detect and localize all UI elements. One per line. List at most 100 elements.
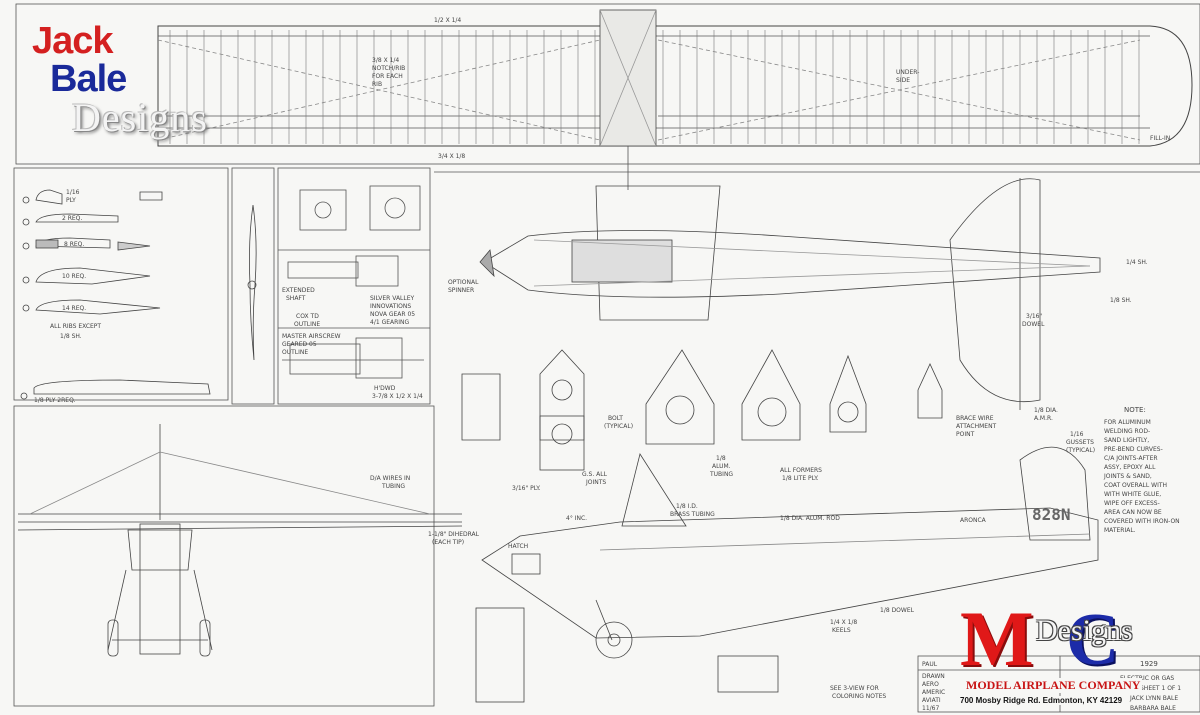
label-all-ribs-2: 1/8 SH. <box>60 333 82 340</box>
label-gussets-3: (TYPICAL) <box>1066 447 1095 454</box>
wing-plan <box>157 9 1193 190</box>
label-brace-3: POINT <box>956 431 975 438</box>
label-spinner-2: SPINNER <box>448 287 474 294</box>
tb-line: ELECTRIC OR GAS <box>1120 675 1174 682</box>
label-cox: COX TD <box>296 313 319 320</box>
label-dia-amr-2: A.M.R. <box>1034 415 1053 422</box>
rib-profiles <box>20 189 211 400</box>
label-brass-1: 1/8 I.D. <box>676 503 698 510</box>
tb-line: 11/67 <box>922 705 939 712</box>
note-block: NOTE: FOR ALUMINUM WELDING ROD- SAND LIG… <box>1103 406 1180 534</box>
label-gussets-2: GUSSETS <box>1066 439 1094 446</box>
label-hatch: HATCH <box>508 543 528 550</box>
label-rib-4: 10 REQ. <box>62 273 86 280</box>
note-line: COVERED WITH IRON-ON <box>1104 518 1180 525</box>
note-line: C/A JOINTS-AFTER <box>1104 455 1158 462</box>
title-block <box>917 655 1200 713</box>
label-alum-1: 1/8 <box>716 455 726 462</box>
label-alum-3: TUBING <box>709 471 733 478</box>
label-alum-2: ALUM. <box>712 463 731 470</box>
tb-line: JACK LYNN BALE <box>1129 695 1178 702</box>
tb-line: PAUL <box>922 661 938 668</box>
label-silver-3: NOVA GEAR 05 <box>370 311 415 318</box>
propeller <box>247 204 257 361</box>
logo-company: MODEL AIRPLANE COMPANY <box>964 678 1143 693</box>
label-silver-2: INNOVATIONS <box>370 303 411 310</box>
label-dihedral-2: (EACH TIP) <box>432 539 464 546</box>
label-three-view-1: SEE 3-VIEW FOR <box>830 685 879 692</box>
label-rib-3: 8 REQ. <box>64 241 84 248</box>
registration-number: 828N <box>1032 505 1071 524</box>
note-line: WITH WHITE GLUE, <box>1104 491 1161 498</box>
note-line: WIPE OFF EXCESS- <box>1104 500 1160 507</box>
label-trailing: 3/4 X 1/8 <box>438 153 465 160</box>
label-rib-a2: PLY <box>66 197 76 204</box>
label-ply-316: 3/16" PLY. <box>512 485 541 492</box>
motor-labels: EXTENDED SHAFT COX TD OUTLINE SILVER VAL… <box>282 287 423 400</box>
tb-line: DRAWN <box>922 673 945 680</box>
note-line: WELDING ROD- <box>1104 428 1150 435</box>
label-keels-2: KEELS <box>832 627 851 634</box>
label-shaft: SHAFT <box>286 295 306 302</box>
label-underside-1: UNDER- <box>896 69 919 76</box>
motor-panel-border <box>277 167 431 405</box>
note-line: AREA CAN NOW BE <box>1104 509 1162 516</box>
label-formers-1: ALL FORMERS <box>780 467 822 474</box>
label-brace-2: ATTACHMENT <box>956 423 997 430</box>
front-view-labels: D/A WIRES IN TUBING 1-1/8" DIHEDRAL (EAC… <box>370 475 480 546</box>
mac-designs-logo: M C Designs MODEL AIRPLANE COMPANY 700 M… <box>958 595 1200 715</box>
label-three-view-2: COLORING NOTES <box>832 693 886 700</box>
label-notch-2: NOTCH/RIB <box>372 65 405 72</box>
fuselage-labels: OPTIONAL SPINNER 1/4 SH. 1/8 SH. 3/16" D… <box>448 259 1148 700</box>
label-notch-4: RIB <box>372 81 382 88</box>
label-underside-2: SIDE <box>896 77 910 84</box>
formers <box>461 349 943 471</box>
label-rib-5: 14 REQ. <box>62 305 86 312</box>
tb-line: SHEET 1 OF 1 <box>1140 685 1181 692</box>
label-brass-2: BRASS TUBING <box>670 511 715 518</box>
label-sh-right2: 1/8 SH. <box>1110 297 1132 304</box>
logo-address: 700 Mosby Ridge Rd. Edmonton, KY 42129 <box>958 696 1125 705</box>
label-formers-2: 1/8 LITE PLY. <box>782 475 819 482</box>
label-sh-right: 1/4 SH. <box>1126 259 1148 266</box>
label-fill-in: FILL-IN <box>1150 135 1170 142</box>
label-gussets-1: 1/16 <box>1070 431 1084 438</box>
label-spinner-1: OPTIONAL <box>448 279 479 286</box>
label-notch-1: 3/8 X 1/4 <box>372 57 399 64</box>
logo-mac-designs: Designs <box>1036 614 1133 647</box>
label-extended: EXTENDED <box>282 287 315 294</box>
label-cox-2: OUTLINE <box>294 321 320 328</box>
label-master-3: OUTLINE <box>282 349 308 356</box>
label-gs-2: JOINTS <box>585 479 606 486</box>
note-title: NOTE: <box>1124 406 1146 414</box>
label-rib-2: 2 REQ. <box>62 215 82 222</box>
note-line: SAND LIGHTLY, <box>1104 437 1149 444</box>
label-bolt-2: (TYPICAL) <box>604 423 633 430</box>
tb-line: AMERIC <box>922 689 945 696</box>
title-block-text: PAUL DRAWN AERO AMERIC AVIATI 11/67 1929… <box>922 660 1181 712</box>
motor-details <box>282 185 424 379</box>
label-gs-1: G.S. ALL <box>582 471 608 478</box>
note-line: MATERIAL. <box>1104 527 1136 534</box>
prop-panel-border <box>231 167 275 405</box>
label-wires-1: D/A WIRES IN <box>370 475 410 482</box>
ribs-panel-border <box>13 167 229 401</box>
note-line: PRE-BEND CURVES- <box>1104 446 1163 453</box>
label-inc: 4° INC. <box>566 515 587 522</box>
label-dowel-2: DOWEL <box>1022 321 1045 328</box>
note-line: ASSY, EPOXY ALL <box>1104 464 1156 471</box>
label-brace-1: BRACE WIRE <box>956 415 994 422</box>
label-master-1: MASTER AIRSCREW <box>282 333 341 340</box>
note-line: JOINTS & SAND, <box>1103 473 1152 480</box>
label-silver-4: 4/1 GEARING <box>370 319 410 326</box>
aronca-logo-text: ARONCA <box>960 517 987 524</box>
logo-m: M <box>960 595 1034 682</box>
label-alum-rod: 1/8 DIA. ALUM. ROD <box>780 515 840 522</box>
tb-line: AVIATI <box>922 697 941 704</box>
note-line: FOR ALUMINUM <box>1104 419 1151 426</box>
front-view-border <box>13 405 435 707</box>
label-dia-amr: 1/8 DIA. <box>1034 407 1058 414</box>
label-all-ribs: ALL RIBS EXCEPT <box>50 323 101 330</box>
rib-labels: 1/16 PLY 2 REQ. 8 REQ. 10 REQ. 14 REQ. A… <box>34 189 101 404</box>
